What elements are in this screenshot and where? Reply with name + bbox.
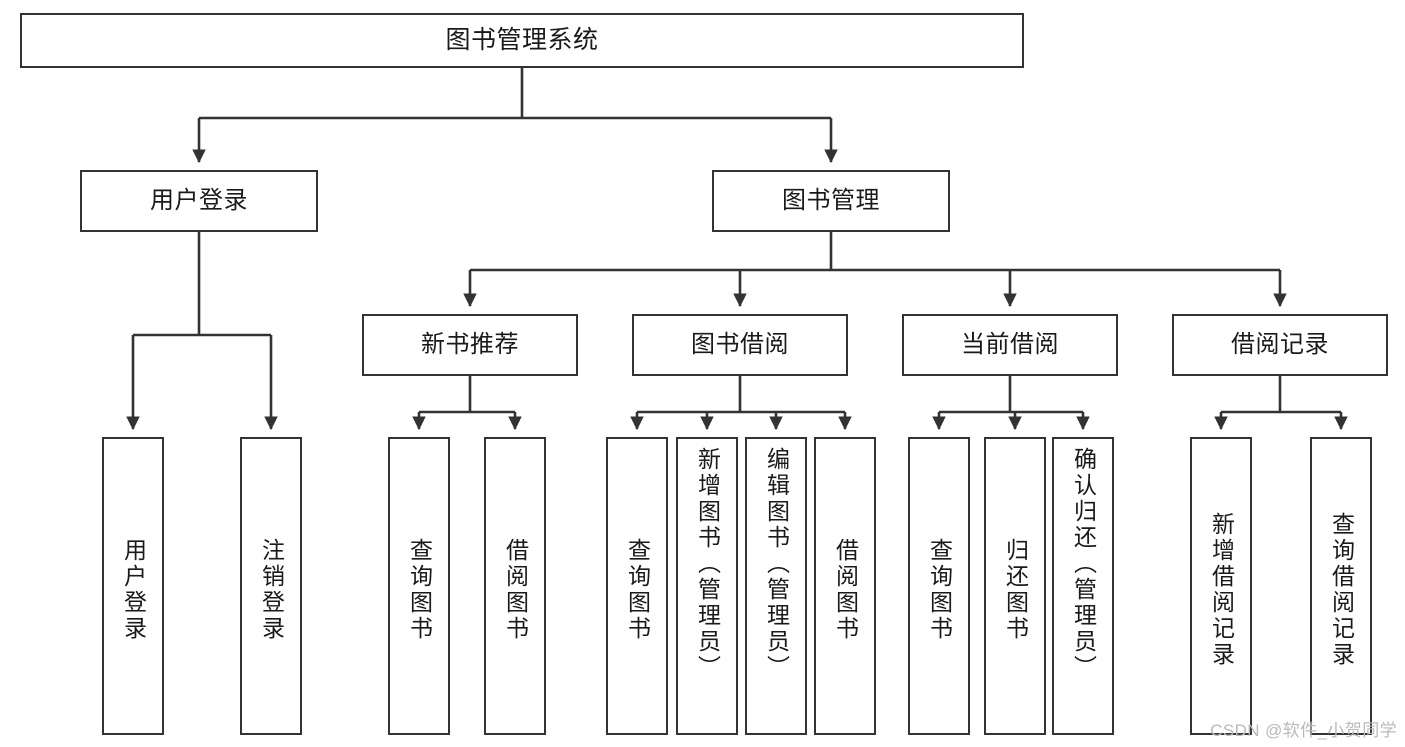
node-borrow-record[interactable]: 借阅记录: [1172, 314, 1388, 376]
node-leaf-query-borrow-record[interactable]: 查询借阅记录: [1310, 437, 1372, 735]
node-new-book-recommend[interactable]: 新书推荐: [362, 314, 578, 376]
node-leaf-confirm-return-admin[interactable]: 确认归还（管理员）: [1052, 437, 1114, 735]
node-leaf-query-book-1-label: 查询图书: [406, 538, 433, 642]
node-leaf-return-book-label: 归还图书: [1002, 538, 1029, 642]
csdn-watermark: CSDN @软件_小贺同学: [1210, 721, 1397, 740]
node-current-borrow[interactable]: 当前借阅: [902, 314, 1118, 376]
node-book-manage-label: 图书管理: [782, 186, 880, 214]
node-leaf-return-book[interactable]: 归还图书: [984, 437, 1046, 735]
node-user-login-label: 用户登录: [150, 186, 248, 214]
node-user-login[interactable]: 用户登录: [80, 170, 318, 232]
node-leaf-add-book-admin[interactable]: 新增图书（管理员）: [676, 437, 738, 735]
node-leaf-edit-book-admin[interactable]: 编辑图书（管理员）: [745, 437, 807, 735]
node-leaf-add-borrow-record[interactable]: 新增借阅记录: [1190, 437, 1252, 735]
node-leaf-borrow-book-2[interactable]: 借阅图书: [814, 437, 876, 735]
node-leaf-user-login[interactable]: 用户登录: [102, 437, 164, 735]
node-leaf-query-borrow-record-label: 查询借阅记录: [1328, 512, 1355, 668]
node-leaf-logout-login-label: 注销登录: [258, 538, 285, 642]
node-leaf-query-book-1[interactable]: 查询图书: [388, 437, 450, 735]
node-root-label: 图书管理系统: [445, 25, 599, 54]
node-book-borrow-label: 图书借阅: [691, 330, 789, 358]
node-leaf-query-book-3[interactable]: 查询图书: [908, 437, 970, 735]
node-leaf-edit-book-admin-label: 编辑图书（管理员）: [763, 447, 790, 681]
node-root[interactable]: 图书管理系统: [20, 13, 1024, 68]
node-leaf-borrow-book-1-label: 借阅图书: [502, 538, 529, 642]
node-leaf-borrow-book-1[interactable]: 借阅图书: [484, 437, 546, 735]
node-book-manage[interactable]: 图书管理: [712, 170, 950, 232]
node-leaf-confirm-return-admin-label: 确认归还（管理员）: [1070, 447, 1097, 681]
node-current-borrow-label: 当前借阅: [961, 330, 1059, 358]
node-borrow-record-label: 借阅记录: [1231, 330, 1329, 358]
node-new-book-recommend-label: 新书推荐: [421, 330, 519, 358]
node-leaf-query-book-2[interactable]: 查询图书: [606, 437, 668, 735]
node-leaf-add-book-admin-label: 新增图书（管理员）: [694, 447, 721, 681]
node-book-borrow[interactable]: 图书借阅: [632, 314, 848, 376]
node-leaf-query-book-3-label: 查询图书: [926, 538, 953, 642]
node-leaf-add-borrow-record-label: 新增借阅记录: [1208, 512, 1235, 668]
node-leaf-user-login-label: 用户登录: [120, 538, 147, 642]
node-leaf-borrow-book-2-label: 借阅图书: [832, 538, 859, 642]
node-leaf-logout-login[interactable]: 注销登录: [240, 437, 302, 735]
node-leaf-query-book-2-label: 查询图书: [624, 538, 651, 642]
